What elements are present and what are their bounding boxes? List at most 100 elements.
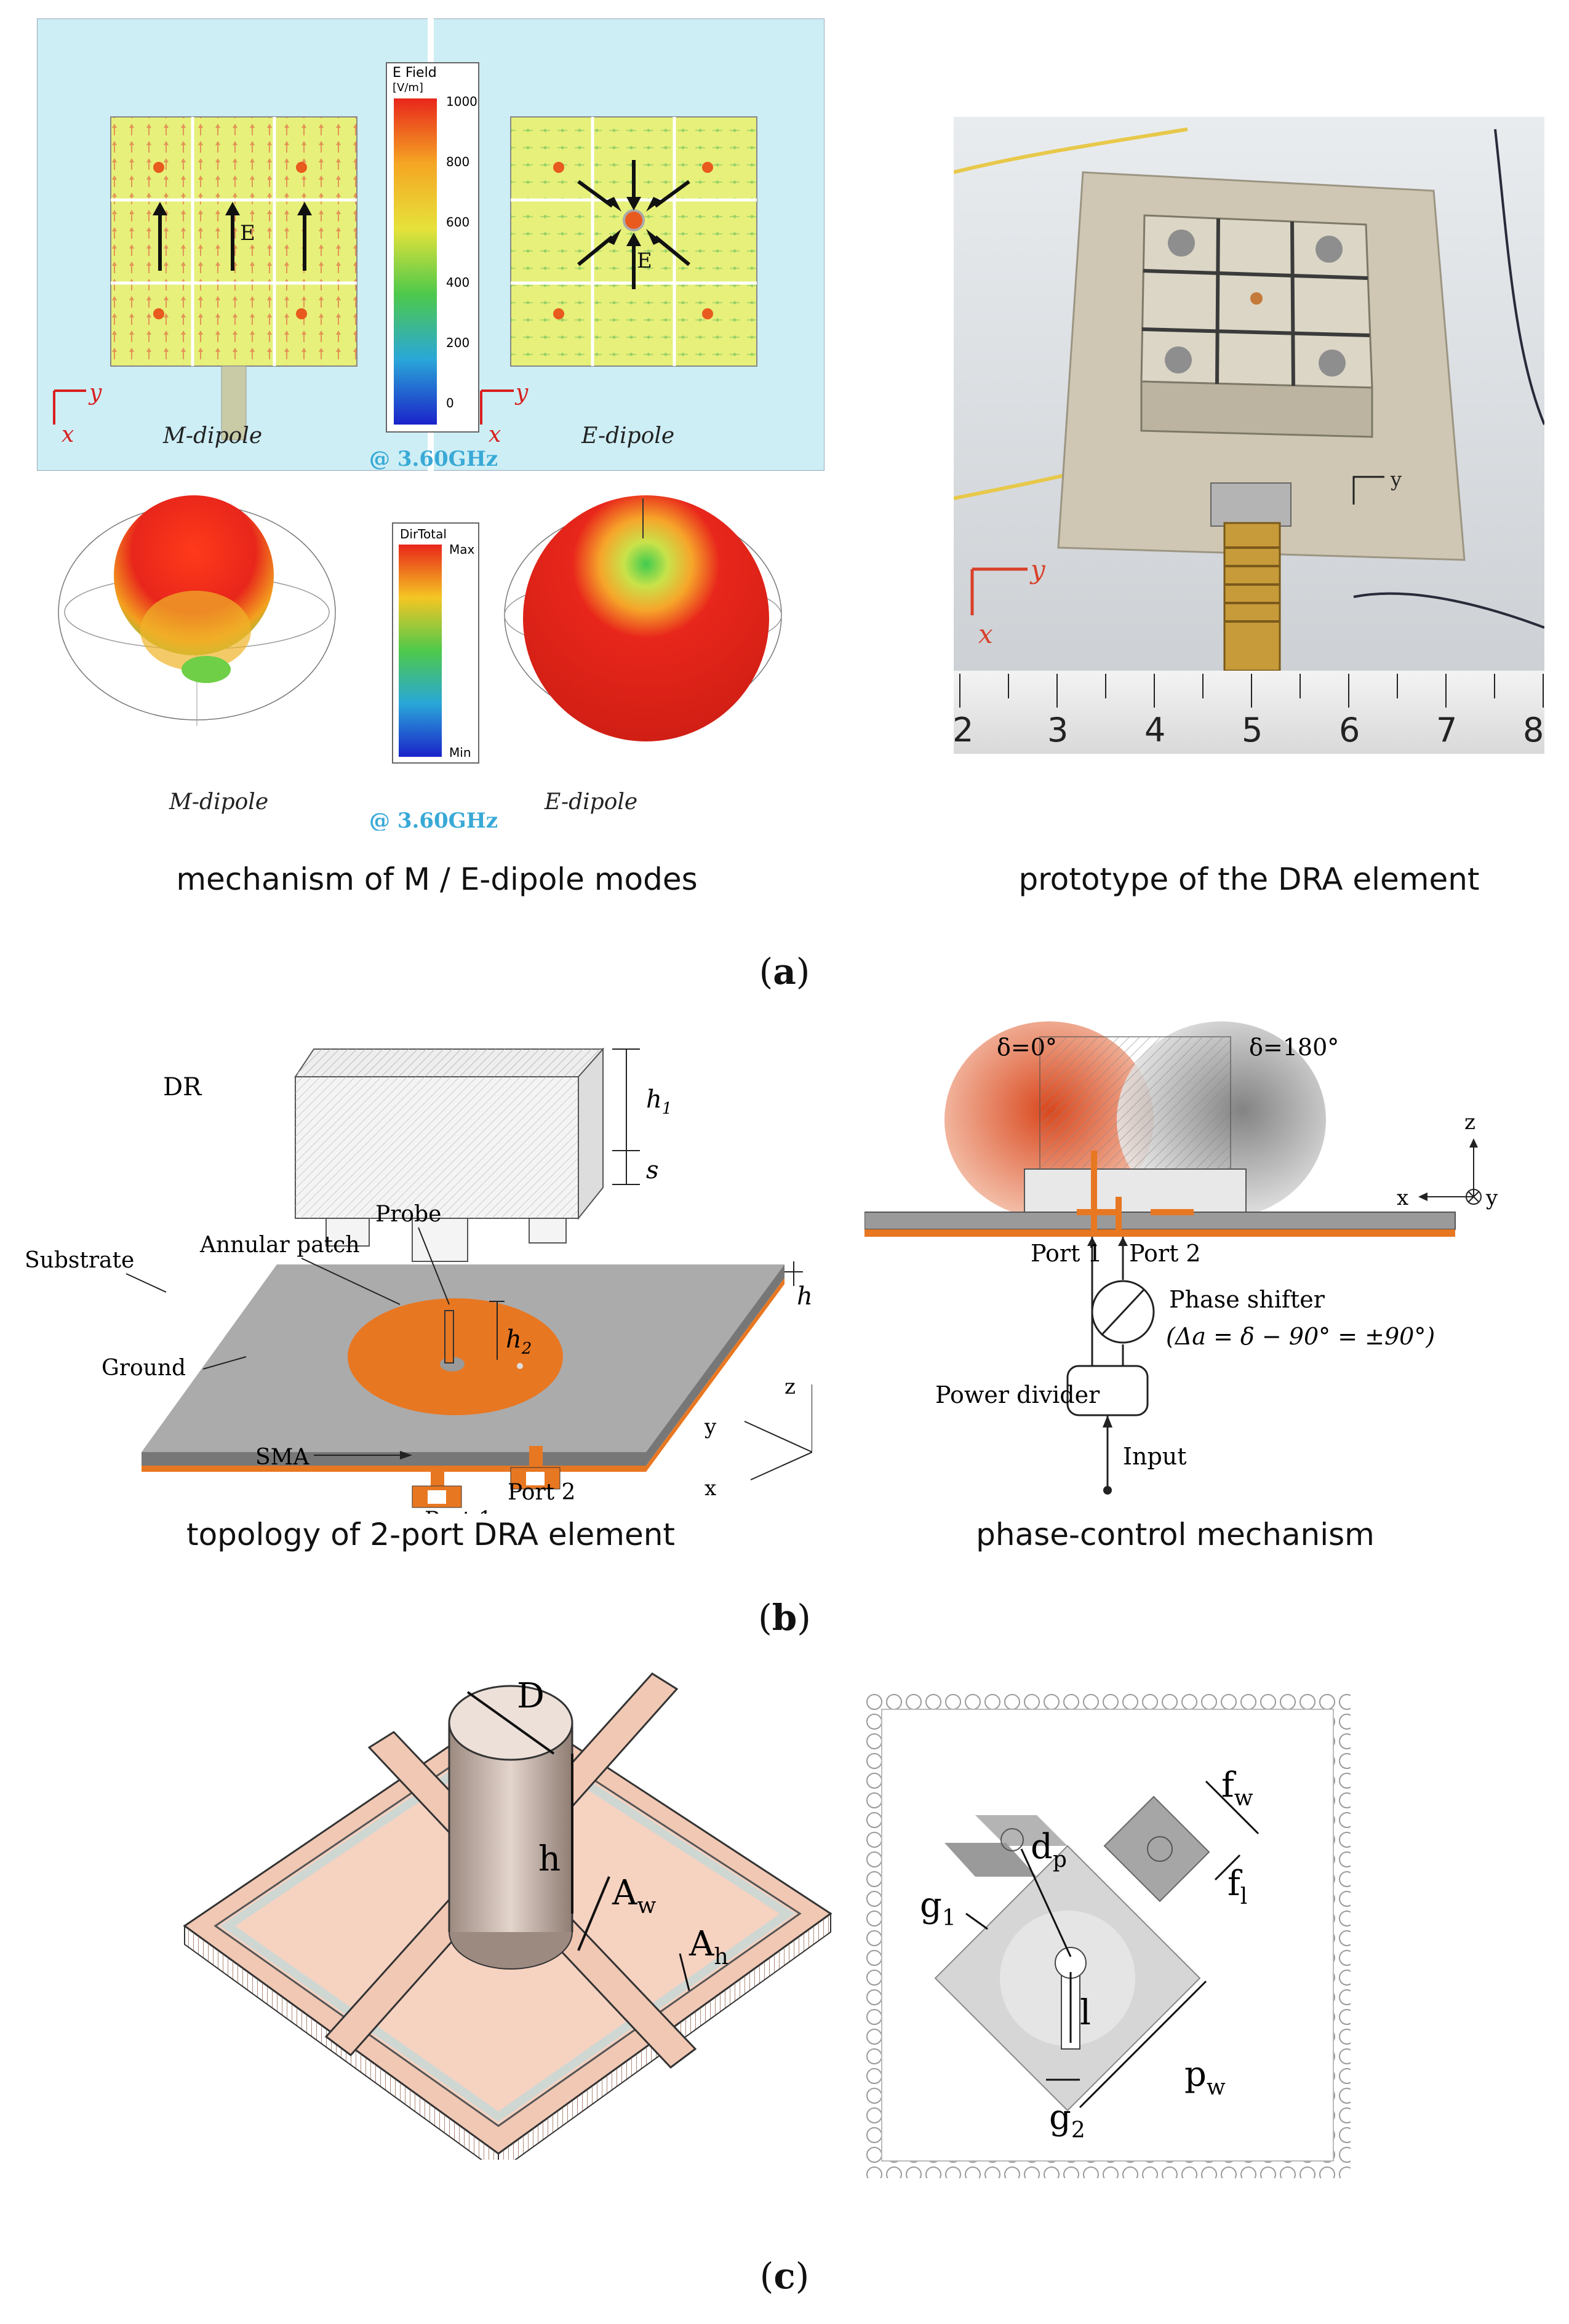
m-dipole-field-plate: E xyxy=(110,116,357,441)
label-probe: Probe xyxy=(375,1202,441,1227)
svg-text:y: y xyxy=(1029,554,1046,585)
sma-connector xyxy=(1210,482,1292,527)
svg-text:(Δa = δ − 90° = ±90°): (Δa = δ − 90° = ±90°) xyxy=(1166,1323,1435,1350)
svg-text:z: z xyxy=(1464,1110,1475,1135)
svg-text:δ=180°: δ=180° xyxy=(1249,1034,1339,1061)
label-port2: Port 2 xyxy=(508,1480,575,1505)
label-dr: DR xyxy=(163,1073,202,1101)
label-h: h xyxy=(538,1839,561,1879)
phase-axes xyxy=(1424,1144,1482,1205)
e-label-m: E xyxy=(240,221,255,246)
e-dipole-label: E-dipole xyxy=(581,423,674,449)
label-l: l xyxy=(1080,1993,1091,2033)
svg-text:x: x xyxy=(489,422,501,447)
label-h1: h1 xyxy=(646,1085,672,1118)
ef-tick-1: 800 xyxy=(446,154,469,169)
e-dipole-pattern: E-dipole xyxy=(504,495,782,815)
svg-text:y: y xyxy=(1390,468,1402,491)
radiation-patterns: M-dipole DirTotal Max Min E-dipole @ 3.6… xyxy=(58,495,782,831)
svg-text:Port 2: Port 2 xyxy=(1129,1240,1201,1267)
label-substrate: Substrate xyxy=(25,1248,134,1273)
svg-text:E-dipole: E-dipole xyxy=(544,789,637,815)
svg-text:Port 1: Port 1 xyxy=(1031,1240,1103,1267)
svg-text:DirTotal: DirTotal xyxy=(400,527,447,541)
label-Ah: Ah xyxy=(689,1924,729,1970)
svg-text:δ=0°: δ=0° xyxy=(997,1034,1057,1061)
label-s: s xyxy=(646,1156,659,1184)
svg-text:y: y xyxy=(514,380,529,405)
dirtotal-legend: DirTotal Max Min xyxy=(392,522,479,764)
probe xyxy=(444,1310,454,1364)
svg-text:Power divider: Power divider xyxy=(935,1381,1100,1408)
svg-text:E Field: E Field xyxy=(393,65,437,81)
label-D: D xyxy=(517,1676,545,1716)
svg-text:y: y xyxy=(704,1415,717,1439)
prototype-photo: y y x 2 3 4 5 6 7 8 xyxy=(954,117,1544,754)
power-divider xyxy=(1066,1365,1149,1416)
svg-text:x: x xyxy=(705,1476,716,1501)
e-label-e: E xyxy=(637,249,652,273)
freq-label-bottom: @ 3.60GHz xyxy=(369,809,498,831)
efield-simulation: E E E Field [V/m] 1000 800 xyxy=(37,18,824,471)
phase-control-diagram: δ=0° δ=180° Port 1 Port 2 Phase shifter … xyxy=(864,1021,1498,1495)
annular-patch xyxy=(348,1298,563,1415)
svg-text:Phase shifter: Phase shifter xyxy=(1169,1286,1325,1313)
ef-tick-2: 600 xyxy=(446,215,469,230)
label-pw: pw xyxy=(1184,2054,1226,2100)
ef-tick-0: 1000 xyxy=(446,94,477,109)
label-sma: SMA xyxy=(255,1445,310,1470)
caption-b-right: phase-control mechanism xyxy=(976,1517,1375,1552)
svg-text:x: x xyxy=(62,422,74,447)
top-view-diagram: fw dp g1 fl l pw g2 xyxy=(864,1692,1351,2178)
freq-label-top: @ 3.60GHz xyxy=(369,447,498,471)
ef-tick-5: 0 xyxy=(446,396,454,410)
cylindrical-dra-3d: D h Aw Ah xyxy=(183,1672,832,2160)
svg-text:8: 8 xyxy=(1523,711,1544,749)
label-h2: h2 xyxy=(506,1325,532,1358)
label-g2: g2 xyxy=(1049,2098,1085,2143)
axis-glyph-left: y x xyxy=(53,380,102,447)
svg-text:2: 2 xyxy=(954,711,973,749)
svg-text:Max: Max xyxy=(449,542,475,557)
svg-text:4: 4 xyxy=(1144,711,1165,749)
label-port1: Port 1 xyxy=(425,1507,492,1514)
topology-axes xyxy=(744,1384,812,1480)
photo-axis-glyph: y x xyxy=(970,554,1046,649)
ruler: 2 3 4 5 6 7 8 xyxy=(954,671,1544,754)
svg-text:7: 7 xyxy=(1436,711,1457,749)
label-fw: fw xyxy=(1221,1765,1253,1811)
ef-tick-4: 200 xyxy=(446,335,469,350)
label-dp: dp xyxy=(1031,1827,1067,1872)
e-dipole-field-plate: E xyxy=(510,116,757,367)
label-g1: g1 xyxy=(920,1885,956,1931)
panel-label-b: (b) xyxy=(758,1597,811,1639)
svg-text:y: y xyxy=(88,380,102,405)
svg-text:3: 3 xyxy=(1047,711,1068,749)
efield-legend: E Field [V/m] 1000 800 600 400 200 0 xyxy=(386,62,479,433)
svg-text:6: 6 xyxy=(1339,711,1360,749)
panel-label-c: (c) xyxy=(759,2255,810,2297)
cylinder-dr xyxy=(448,1685,573,1970)
svg-text:Min: Min xyxy=(449,745,471,760)
svg-text:M-dipole: M-dipole xyxy=(169,789,268,815)
m-dipole-label: M-dipole xyxy=(162,423,262,449)
axis-glyph-right: y x xyxy=(480,380,529,447)
label-ground: Ground xyxy=(102,1356,186,1381)
caption-a-left: mechanism of M / E-dipole modes xyxy=(176,861,698,897)
svg-text:5: 5 xyxy=(1242,711,1263,749)
svg-text:z: z xyxy=(784,1375,796,1399)
svg-text:x: x xyxy=(978,619,993,649)
m-dipole-pattern: M-dipole xyxy=(58,495,336,815)
caption-a-right: prototype of the DRA element xyxy=(1018,861,1480,897)
svg-text:[V/m]: [V/m] xyxy=(393,81,423,94)
svg-text:y: y xyxy=(1485,1186,1498,1210)
svg-text:x: x xyxy=(1397,1186,1408,1210)
label-annular-patch: Annular patch xyxy=(199,1232,360,1258)
panel-label-a: (a) xyxy=(759,951,810,992)
sma-ports xyxy=(412,1446,561,1508)
dr-block-3d xyxy=(294,1047,605,1262)
topology-diagram: DR h1 s h2 Probe Annular patch xyxy=(25,1047,812,1514)
label-h3: h3 xyxy=(797,1282,812,1315)
caption-b-left: topology of 2-port DRA element xyxy=(186,1517,676,1552)
svg-text:Input: Input xyxy=(1123,1443,1187,1470)
